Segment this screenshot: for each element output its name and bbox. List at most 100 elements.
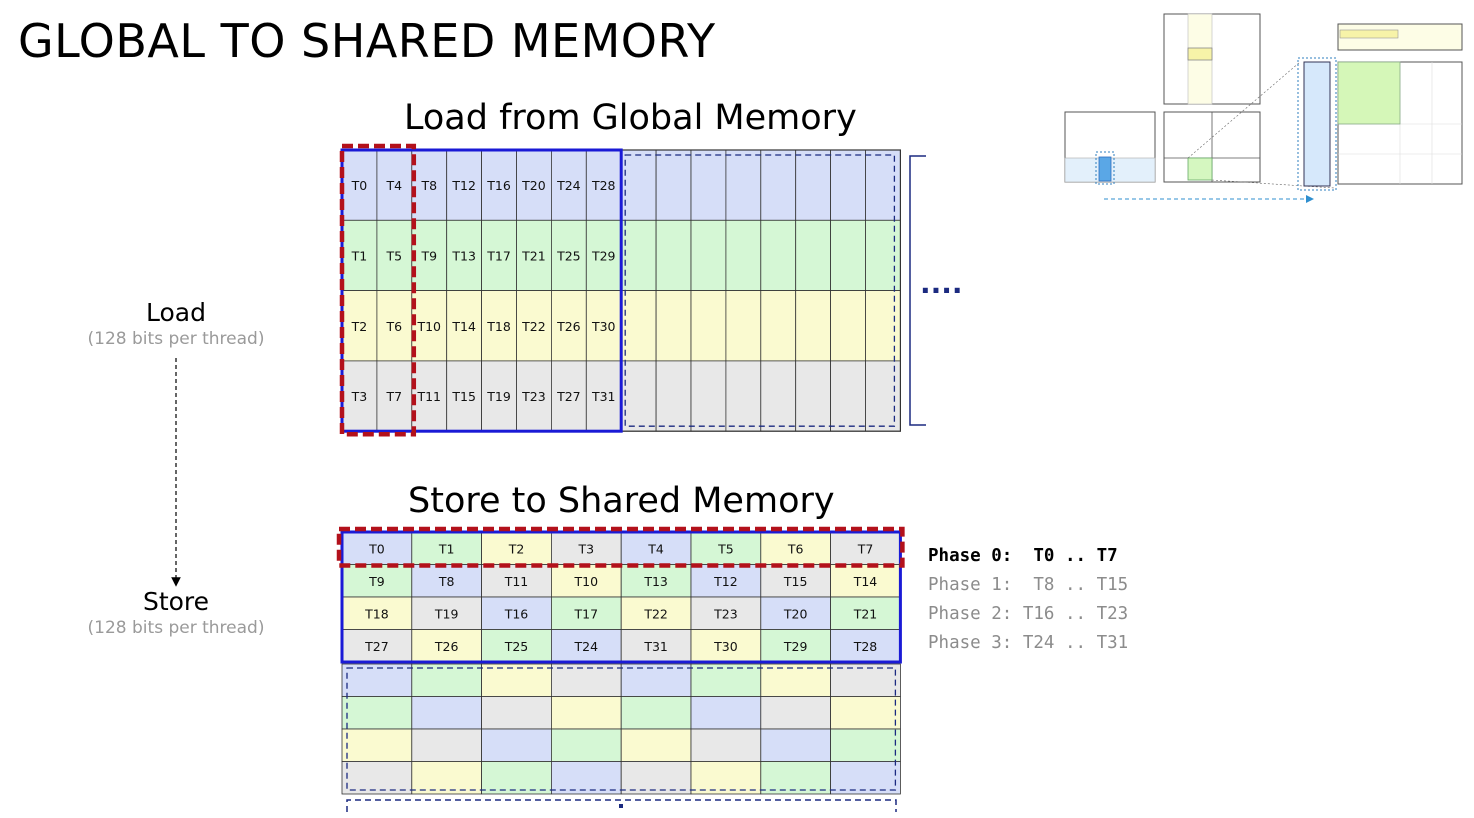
global-cell	[830, 360, 866, 432]
shared-cell	[481, 696, 552, 730]
thread-label: T29	[783, 639, 808, 654]
global-cell	[620, 149, 657, 221]
thread-label: T23	[521, 389, 546, 404]
store-label-main: Store	[142, 587, 210, 616]
thread-label: T27	[364, 639, 389, 654]
thread-label: T24	[574, 639, 599, 654]
shared-cell	[830, 728, 901, 762]
global-cell	[585, 360, 622, 432]
shared-cell	[620, 663, 692, 697]
shared-cell	[830, 761, 901, 795]
thread-label: T8	[420, 178, 437, 193]
global-cell	[795, 149, 832, 221]
thread-label: T12	[713, 574, 738, 589]
thread-label: T31	[591, 389, 616, 404]
global-cell	[830, 290, 866, 362]
thread-label: T0	[351, 178, 368, 193]
shared-cell	[690, 531, 762, 565]
shared-cell	[830, 696, 901, 730]
shared-cell	[760, 663, 831, 697]
thread-label: T22	[643, 606, 668, 621]
thread-label: T26	[556, 319, 581, 334]
shared-cell	[760, 728, 831, 762]
thread-label: T14	[451, 319, 476, 334]
shared-cell	[690, 728, 762, 762]
shared-cell	[760, 696, 831, 730]
thread-label: T10	[416, 319, 441, 334]
shared-cell	[481, 564, 552, 598]
global-cell	[865, 149, 901, 221]
thread-label: T21	[853, 606, 878, 621]
global-cell	[725, 149, 762, 221]
thread-label: T26	[434, 639, 459, 654]
shared-cell	[690, 629, 762, 663]
thread-label: T15	[451, 389, 476, 404]
global-cell	[341, 219, 378, 292]
next-shared-outline	[346, 667, 897, 791]
thread-label: T7	[386, 389, 403, 404]
global-cell	[446, 149, 483, 221]
thread-label: T20	[521, 178, 546, 193]
thread-label: T15	[783, 574, 808, 589]
store-label: Store (128 bits per thread)	[46, 587, 306, 638]
shared-cell	[690, 596, 762, 630]
thread-label: T23	[713, 606, 738, 621]
thread-label: T30	[713, 639, 738, 654]
thread-label: T16	[486, 178, 511, 193]
shared-cell	[341, 761, 413, 795]
thread-label: T25	[556, 248, 581, 263]
thread-label: T6	[386, 319, 403, 334]
phase-highlight-store	[336, 526, 905, 568]
thread-label: T21	[521, 248, 546, 263]
shared-cell	[411, 663, 482, 697]
shared-cell	[830, 663, 901, 697]
global-cell	[865, 360, 901, 432]
global-cell	[655, 290, 692, 362]
shared-cell	[551, 596, 622, 630]
global-cell	[795, 290, 832, 362]
global-cell	[446, 219, 483, 292]
thread-label: T9	[420, 248, 437, 263]
thread-label: T27	[556, 389, 581, 404]
global-cell	[865, 290, 901, 362]
store-label-sub: (128 bits per thread)	[87, 618, 265, 638]
thread-label: T13	[451, 248, 476, 263]
shared-cell	[690, 663, 762, 697]
shared-cell	[620, 696, 692, 730]
shared-cell	[411, 728, 482, 762]
shared-cell	[411, 696, 482, 730]
shared-cell	[760, 761, 831, 795]
shared-cell	[760, 596, 831, 630]
global-cell	[481, 360, 517, 432]
thread-label: T24	[556, 178, 581, 193]
shared-cell	[690, 761, 762, 795]
thread-label: T19	[486, 389, 511, 404]
shared-tile-outline	[340, 530, 902, 664]
thread-label: T11	[504, 574, 529, 589]
shared-cell	[411, 564, 482, 598]
thread-label: T11	[416, 389, 441, 404]
global-cell	[725, 219, 762, 292]
thread-label: T28	[591, 178, 616, 193]
global-cell	[585, 290, 622, 362]
thread-label: T7	[857, 541, 874, 556]
thread-label: T30	[591, 319, 616, 334]
thread-label: T1	[438, 541, 455, 556]
thread-label: T3	[351, 389, 368, 404]
global-cell	[376, 219, 413, 292]
thread-label: T4	[386, 178, 403, 193]
thread-label: T5	[717, 541, 734, 556]
global-cell	[551, 149, 587, 221]
thread-label: T9	[368, 574, 385, 589]
shared-cell	[551, 728, 622, 762]
load-heading: Load from Global Memory	[404, 98, 857, 138]
shared-cell	[411, 761, 482, 795]
global-cell	[585, 149, 622, 221]
shared-cell	[551, 663, 622, 697]
global-cell	[760, 360, 797, 432]
thread-label: T29	[591, 248, 616, 263]
shared-cell	[760, 531, 831, 565]
warp-tile-outline	[340, 148, 623, 433]
